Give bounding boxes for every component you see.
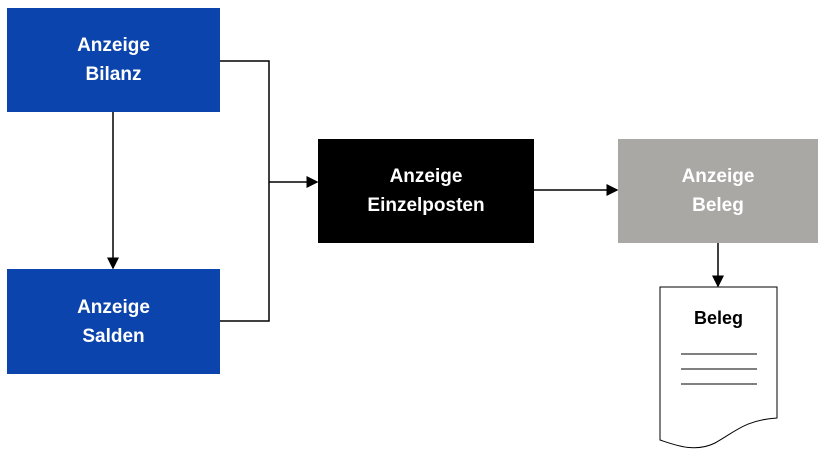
document-shape [659,286,778,449]
node-anzeige-einzelposten: Anzeige Einzelposten [318,139,534,243]
node-anzeige-beleg: Anzeige Beleg [618,139,818,243]
connector-bilanz-salden-bracket [220,60,270,322]
document-title: Beleg [693,308,744,328]
node-anzeige-salden: Anzeige Salden [7,269,220,374]
node-anzeige-bilanz: Anzeige Bilanz [7,8,220,112]
